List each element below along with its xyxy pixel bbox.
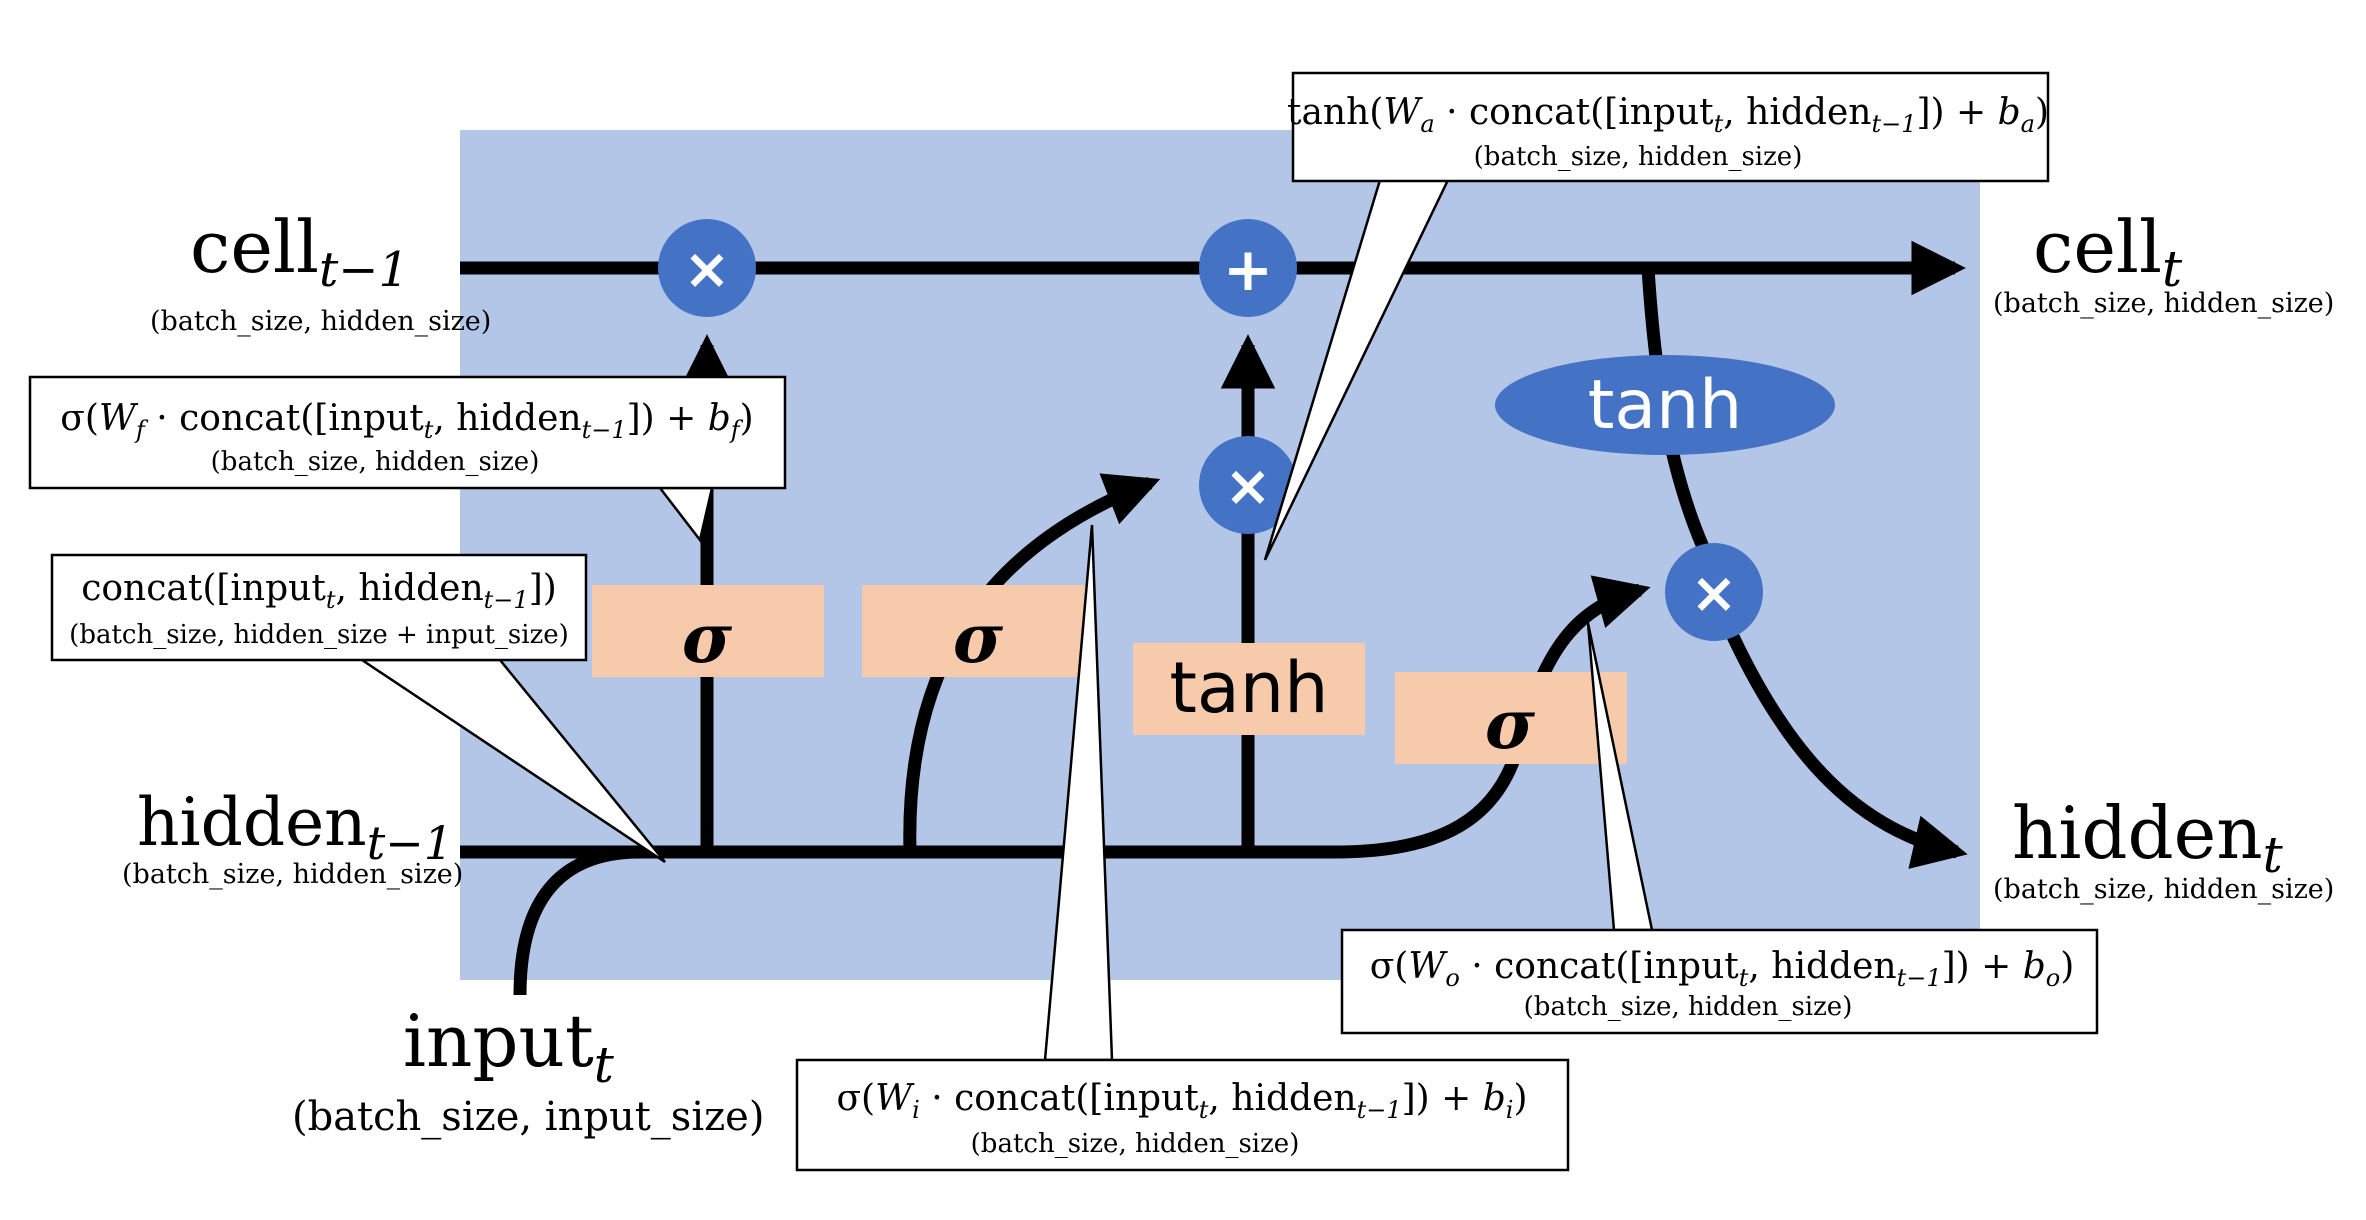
cell-prev-main: cell bbox=[190, 205, 319, 289]
cell-out-shape: (batch_size, hidden_size) bbox=[1993, 288, 2334, 319]
candidate-formula: tanh(Wa · concat([inputt, hiddent−1]) + … bbox=[1287, 92, 2049, 138]
forget-gate: σ bbox=[592, 585, 824, 679]
input-label: inputt (batch_size, input_size) bbox=[292, 999, 764, 1140]
cell-out-label: cellt (batch_size, hidden_size) bbox=[1993, 205, 2334, 319]
candidate-gate: tanh bbox=[1133, 643, 1365, 735]
input-line bbox=[513, 845, 641, 996]
svg-text:hiddent−1: hiddent−1 bbox=[137, 784, 453, 870]
hidden-prev-sub: t−1 bbox=[367, 816, 453, 870]
forget-gate-label: σ bbox=[682, 599, 733, 679]
forget-gate-callout: σ(Wf · concat([inputt, hiddent−1]) + bf)… bbox=[28, 375, 787, 490]
input-gate-shape: (batch_size, hidden_size) bbox=[971, 1129, 1300, 1159]
plus-icon: + bbox=[1223, 235, 1273, 305]
candidate-gate-label: tanh bbox=[1169, 647, 1328, 729]
multiply-icon: × bbox=[684, 237, 731, 302]
hidden-out-main: hidden bbox=[2012, 791, 2263, 875]
concat-line bbox=[460, 738, 1527, 859]
candidate-shape: (batch_size, hidden_size) bbox=[1474, 142, 1803, 172]
svg-text:hiddent: hiddent bbox=[2012, 791, 2284, 884]
cell-out-sub: t bbox=[2162, 240, 2183, 298]
concat-formula: concat([inputt, hiddent−1]) bbox=[81, 568, 557, 614]
candidate-callout: tanh(Wa · concat([inputt, hiddent−1]) + … bbox=[1287, 71, 2050, 183]
hidden-out-line bbox=[1724, 627, 1968, 869]
cell-tanh-label: tanh bbox=[1588, 366, 1743, 445]
forget-gate-formula: σ(Wf · concat([inputt, hiddent−1]) + bf) bbox=[60, 398, 753, 444]
cell-prev-label: cellt−1 (batch_size, hidden_size) bbox=[150, 205, 491, 337]
hidden-out-sub: t bbox=[2263, 826, 2284, 884]
callouts: σ(Wf · concat([inputt, hiddent−1]) + bf)… bbox=[28, 71, 2099, 1172]
svg-text:inputt: inputt bbox=[403, 999, 615, 1094]
input-gate-formula: σ(Wi · concat([inputt, hiddent−1]) + bi) bbox=[836, 1078, 1527, 1124]
gate-boxes: σ σ tanh σ bbox=[592, 585, 1627, 765]
output-gate-callout: σ(Wo · concat([inputt, hiddent−1]) + bo)… bbox=[1340, 928, 2099, 1035]
svg-text:cellt: cellt bbox=[2033, 205, 2183, 298]
operator-nodes: × + × × tanh bbox=[658, 219, 1835, 641]
callout-pointers bbox=[357, 178, 1654, 1062]
cell-tanh-node: tanh bbox=[1495, 355, 1835, 455]
multiply-icon: × bbox=[1691, 561, 1738, 626]
input-gate-label: σ bbox=[953, 599, 1004, 679]
input-gate: σ bbox=[862, 585, 1094, 679]
hidden-prev-main: hidden bbox=[137, 784, 367, 861]
concat-shape: (batch_size, hidden_size + input_size) bbox=[69, 620, 569, 650]
cell-prev-shape: (batch_size, hidden_size) bbox=[150, 306, 491, 337]
cell-prev-sub: t−1 bbox=[319, 242, 409, 298]
hidden-prev-shape: (batch_size, hidden_size) bbox=[122, 859, 463, 890]
input-multiply-node: × bbox=[1199, 436, 1297, 534]
hidden-out-shape: (batch_size, hidden_size) bbox=[1993, 874, 2334, 905]
output-gate-formula: σ(Wo · concat([inputt, hiddent−1]) + bo) bbox=[1370, 946, 2075, 992]
input-main: input bbox=[403, 999, 594, 1083]
cell-add-node: + bbox=[1199, 219, 1297, 317]
svg-text:cellt−1: cellt−1 bbox=[190, 205, 409, 298]
output-multiply-node: × bbox=[1665, 543, 1763, 641]
output-gate-label: σ bbox=[1485, 685, 1536, 765]
input-gate-callout: σ(Wi · concat([inputt, hiddent−1]) + bi)… bbox=[795, 1058, 1570, 1172]
forget-gate-shape: (batch_size, hidden_size) bbox=[211, 447, 540, 477]
concat-callout: concat([inputt, hiddent−1]) (batch_size,… bbox=[50, 553, 588, 662]
hidden-prev-label: hiddent−1 (batch_size, hidden_size) bbox=[122, 784, 463, 890]
multiply-icon: × bbox=[1225, 454, 1272, 519]
hidden-out-label: hiddent (batch_size, hidden_size) bbox=[1993, 791, 2334, 905]
output-gate-shape: (batch_size, hidden_size) bbox=[1524, 992, 1853, 1022]
forget-multiply-node: × bbox=[658, 219, 756, 317]
io-labels: cellt−1 (batch_size, hidden_size) hidden… bbox=[122, 205, 2334, 1140]
cell-out-main: cell bbox=[2033, 205, 2162, 289]
input-sub: t bbox=[594, 1036, 615, 1094]
input-shape: (batch_size, input_size) bbox=[292, 1094, 764, 1140]
output-gate: σ bbox=[1395, 672, 1627, 765]
